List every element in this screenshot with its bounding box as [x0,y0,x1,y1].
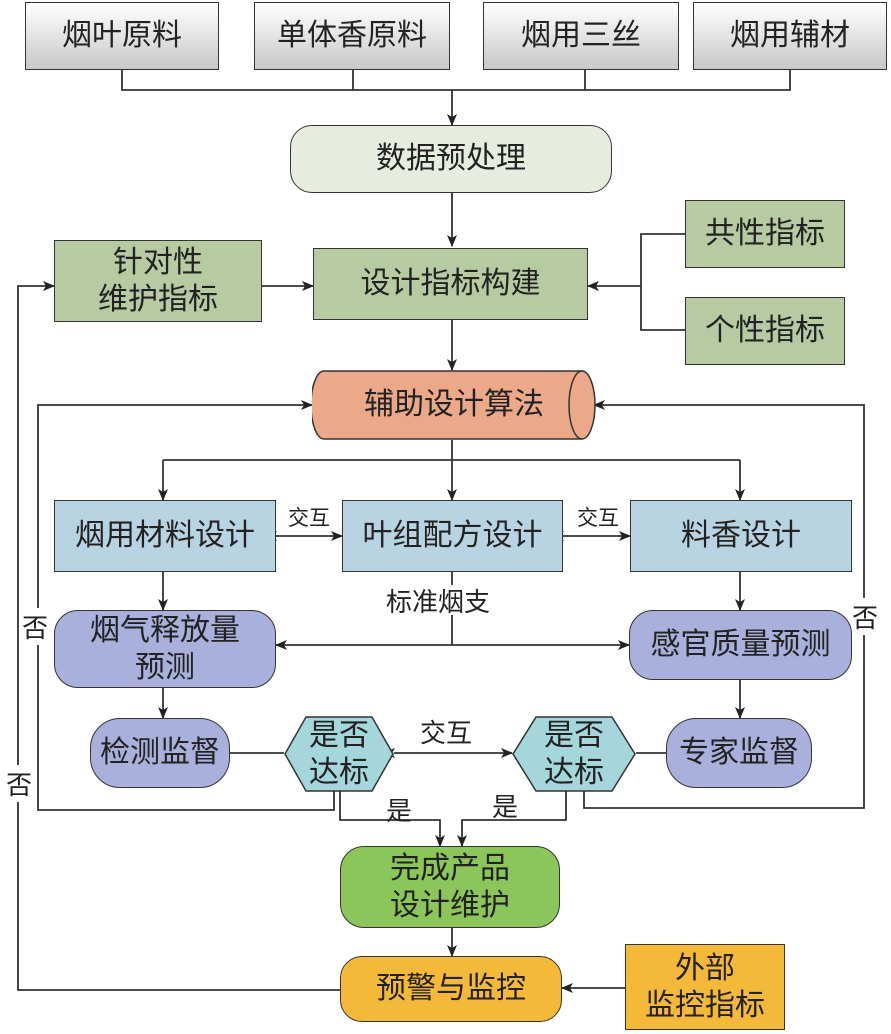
hexagon-shape [512,716,636,792]
material-design-node: 烟用材料设计 [54,500,276,572]
warning-label: 预警与监控 [376,971,526,1007]
interact-label-right: 交互 [577,506,619,530]
no-label-inner-left: 否 [22,608,49,645]
common-index-label: 共性指标 [705,216,825,252]
targeted-maintenance-label: 针对性 维护指标 [98,244,218,318]
flavor-design-node: 料香设计 [630,500,852,572]
preprocess-node: 数据预处理 [290,125,612,193]
input-tobacco-leaf-label: 烟叶原料 [62,18,182,54]
meet-standard-right: 是否 达标 [512,716,636,792]
interact-label-hex: 交互 [420,719,473,749]
expert-node: 专家监督 [666,718,812,788]
flavor-design-label: 料香设计 [681,518,801,554]
algorithm-label: 辅助设计算法 [364,387,544,423]
inspection-label: 检测监督 [100,735,220,771]
leaf-design-node: 叶组配方设计 [342,500,563,572]
yes-right [457,790,567,847]
smoke-prediction-label: 烟气释放量 预测 [90,612,240,686]
finish-node: 完成产品 设计维护 [340,846,560,928]
inspection-node: 检测监督 [90,718,230,788]
input-monomer-flavor: 单体香原料 [254,2,450,70]
material-design-label: 烟用材料设计 [75,518,255,554]
smoke-prediction-node: 烟气释放量 预测 [54,610,276,688]
targeted-maintenance-node: 针对性 维护指标 [54,240,262,322]
leaf-design-label: 叶组配方设计 [362,518,543,554]
external-index-label: 外部 监控指标 [645,950,765,1024]
input-auxiliary-label: 烟用辅材 [730,18,850,54]
warning-node: 预警与监控 [340,956,562,1022]
individual-index-node: 个性指标 [685,297,845,365]
no-loop-right [583,400,865,809]
cylinder-shape [312,370,596,440]
no-label-outer-left: 否 [6,765,33,802]
input-merge-line [121,70,791,91]
design-index-node: 设计指标构建 [313,248,588,320]
individual-index-label: 个性指标 [705,313,825,349]
finish-label: 完成产品 设计维护 [390,850,510,924]
input-three-threads: 烟用三丝 [483,2,679,70]
yes-left [339,790,445,847]
input-tobacco-leaf: 烟叶原料 [25,2,219,70]
no-loop-left [37,400,335,811]
sensory-prediction-label: 感官质量预测 [650,627,831,663]
preprocess-label: 数据预处理 [376,141,526,177]
input-three-threads-label: 烟用三丝 [521,18,641,54]
meet-standard-left: 是否 达标 [284,716,394,792]
algorithm-node: 辅助设计算法 [312,370,596,440]
input-auxiliary: 烟用辅材 [693,2,887,70]
interact-label-left: 交互 [288,506,330,530]
yes-label-left: 是 [386,797,413,827]
design-index-label: 设计指标构建 [360,266,541,302]
expert-label: 专家监督 [679,735,799,771]
input-monomer-flavor-label: 单体香原料 [277,18,427,54]
meet-standard-left-label: 是否 达标 [309,717,369,791]
common-index-node: 共性指标 [685,200,845,268]
no-label-right: 否 [852,598,879,635]
yes-label-right: 是 [492,793,519,823]
hexagon-shape [284,716,394,792]
outer-loop [17,281,340,991]
sensory-prediction-node: 感官质量预测 [629,610,852,680]
external-index-node: 外部 监控指标 [625,944,785,1030]
meet-standard-right-label: 是否 达标 [544,717,604,791]
standard-cig-label: 标准烟支 [386,588,491,618]
